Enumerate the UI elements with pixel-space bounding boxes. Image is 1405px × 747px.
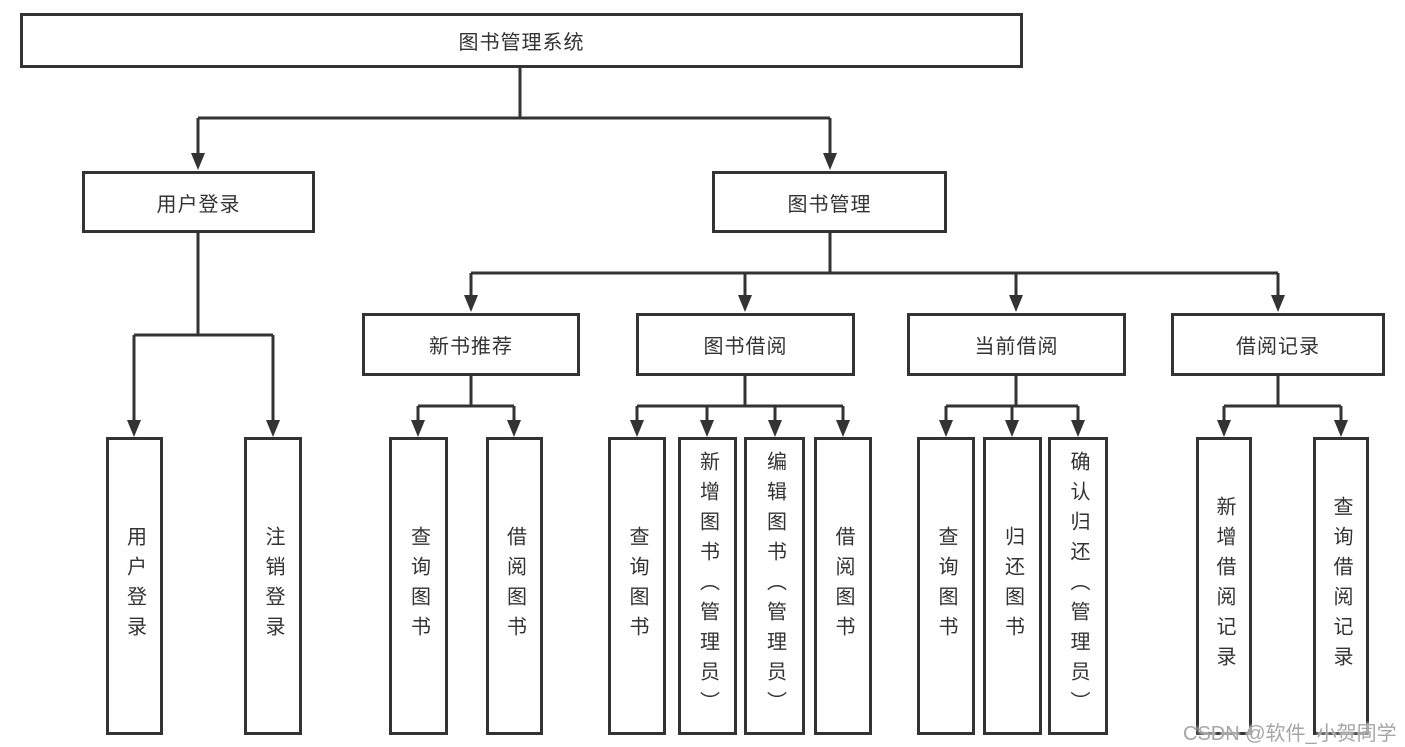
node-book-management: 图书管理 [712,171,947,233]
arrow-down-icon [1271,295,1285,312]
leaf-current-query-books: 查询图书 [917,437,975,735]
arrow-down-icon [464,295,478,312]
leaf-borrow-query-books: 查询图书 [608,437,666,735]
node-borrowing-records: 借阅记录 [1171,313,1385,376]
arrow-down-icon [836,420,850,437]
arrow-down-icon [191,153,205,170]
node-label: 当前借阅 [974,336,1059,358]
node-label: 新书推荐 [429,336,513,358]
leaf-label: 确认归还（管理员） [1067,451,1089,721]
arrow-down-icon [1009,295,1023,312]
leaf-label: 新增借阅记录 [1213,496,1235,676]
arrow-down-icon [630,420,644,437]
leaf-label: 借阅图书 [832,526,854,646]
arrow-down-icon [127,420,141,437]
leaf-label: 新增图书（管理员） [696,451,719,721]
tree-edges [132,68,1343,420]
leaf-recommend-query-books: 查询图书 [389,437,448,735]
leaf-label: 注销登录 [262,526,284,646]
leaf-recommend-borrow-books: 借阅图书 [486,437,543,735]
leaf-records-add-record: 新增借阅记录 [1196,437,1252,735]
node-current-borrowing: 当前借阅 [907,313,1126,376]
arrow-down-icon [700,420,714,437]
arrow-down-icon [738,295,752,312]
arrow-down-icon [768,420,782,437]
arrow-down-icon [411,420,425,437]
leaf-borrow-borrow-books: 借阅图书 [814,437,872,735]
arrow-down-icon [507,420,521,437]
leaf-borrow-add-books-admin: 新增图书（管理员） [678,437,737,735]
node-new-book-recommendation: 新书推荐 [362,313,580,376]
arrow-down-icon [823,153,837,170]
node-label: 图书管理系统 [458,32,585,54]
node-label: 图书借阅 [703,336,788,358]
leaf-label: 查询图书 [626,526,648,646]
leaf-label: 用户登录 [123,526,146,646]
leaf-current-confirm-return-admin: 确认归还（管理员） [1048,437,1108,735]
leaf-label: 借阅图书 [503,526,526,646]
node-label: 用户登录 [156,193,241,216]
arrow-down-icon [939,420,953,437]
leaf-label: 查询图书 [407,526,430,646]
leaf-current-return-books: 归还图书 [983,437,1042,735]
leaf-logout: 注销登录 [244,437,302,735]
node-system-root: 图书管理系统 [20,13,1023,68]
node-label: 借阅记录 [1236,336,1320,358]
node-label: 图书管理 [787,193,872,216]
leaf-records-query-record: 查询借阅记录 [1313,437,1369,735]
arrow-down-icon [1071,420,1085,437]
leaf-user-login: 用户登录 [106,437,163,735]
csdn-watermark: CSDN @软件_小贺同学 [1183,723,1397,745]
node-user-login: 用户登录 [82,171,315,233]
arrow-down-icon [1334,420,1348,437]
leaf-label: 编辑图书（管理员） [763,451,786,721]
leaf-label: 归还图书 [1001,526,1024,646]
arrow-down-icon [1217,420,1231,437]
leaf-borrow-edit-books-admin: 编辑图书（管理员） [744,437,805,735]
leaf-label: 查询图书 [935,526,957,646]
node-book-borrowing: 图书借阅 [636,313,855,376]
arrow-heads [127,153,1348,437]
arrow-down-icon [1005,420,1019,437]
arrow-down-icon [266,420,280,437]
leaf-label: 查询借阅记录 [1330,496,1352,676]
